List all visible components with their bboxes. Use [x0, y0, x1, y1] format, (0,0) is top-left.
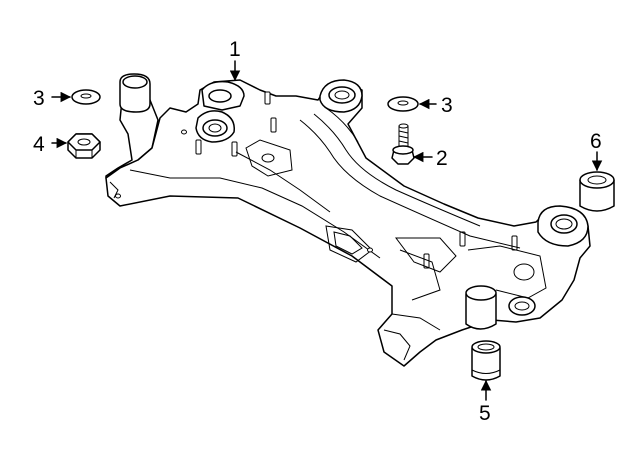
washer-part-3-left[interactable]	[71, 89, 101, 105]
callout-6: 6	[590, 130, 602, 153]
callout-3-right: 3	[441, 94, 453, 117]
bolt-part-2[interactable]	[391, 123, 415, 165]
engine-cradle-part-1[interactable]	[105, 73, 591, 367]
callout-5: 5	[479, 402, 491, 425]
bushing-part-6[interactable]	[579, 171, 615, 212]
leader-lines	[51, 60, 603, 401]
nut-part-4[interactable]	[67, 133, 101, 159]
callout-1: 1	[229, 38, 241, 61]
bushing-part-5[interactable]	[471, 340, 501, 381]
washer-part-3-right[interactable]	[387, 96, 419, 112]
callout-3-left: 3	[33, 87, 45, 110]
mounting-studs	[195, 91, 518, 269]
callout-2: 2	[436, 147, 448, 170]
installed-bushing	[465, 285, 497, 330]
callout-4: 4	[33, 133, 45, 156]
